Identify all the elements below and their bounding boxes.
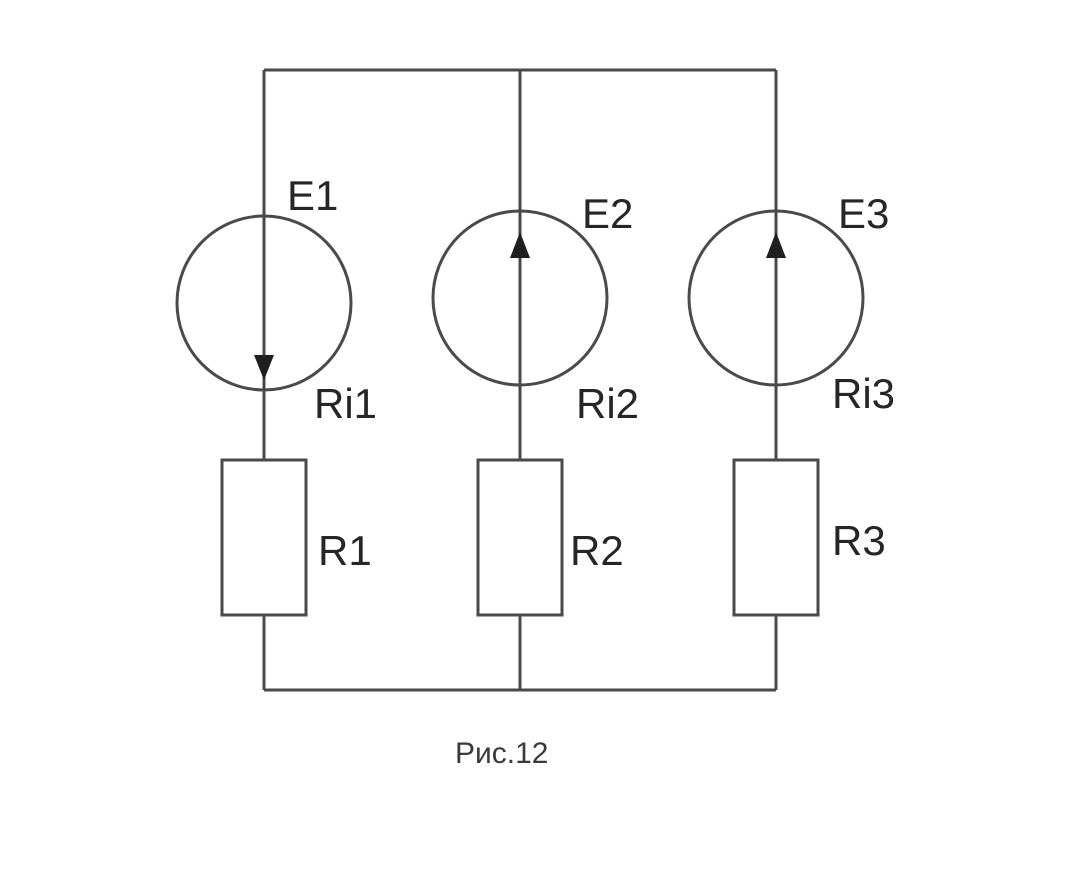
label-r2: R2 — [570, 527, 624, 574]
figure-caption: Рис.12 — [455, 737, 548, 770]
branch-3: E3 Ri3 R3 — [687, 70, 895, 690]
source-e2-arrow-up-icon — [510, 232, 530, 258]
resistor-r1 — [220, 458, 308, 617]
resistor-r2 — [476, 458, 564, 617]
label-ri3: Ri3 — [832, 370, 895, 417]
label-ri2: Ri2 — [576, 380, 639, 427]
label-r1: R1 — [318, 527, 372, 574]
source-e1-circle — [175, 214, 353, 392]
branch-1: E1 Ri1 R1 — [175, 70, 377, 690]
branch-2: E2 Ri2 R2 — [431, 70, 639, 690]
resistor-r3 — [732, 458, 820, 617]
label-r3: R3 — [832, 517, 886, 564]
source-e3-arrow-up-icon — [766, 232, 786, 258]
source-e3-circle — [687, 209, 865, 387]
label-e3: E3 — [838, 190, 889, 237]
label-e2: E2 — [582, 190, 633, 237]
source-e2-circle — [431, 209, 609, 387]
label-e1: E1 — [287, 172, 338, 219]
source-e1-arrow-down-icon — [254, 355, 274, 380]
label-ri1: Ri1 — [314, 380, 377, 427]
